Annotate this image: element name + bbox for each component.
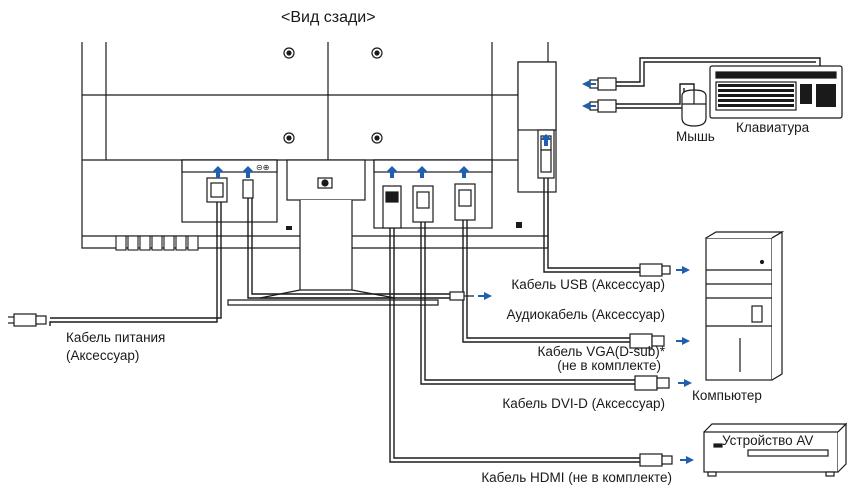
lock-slot	[516, 222, 522, 228]
computer-label: Компьютер	[692, 388, 762, 403]
vga-cable-label: Кабель VGA(D-sub)*	[537, 344, 665, 359]
av-device-drawing	[703, 422, 847, 477]
keyboard-drawing	[709, 65, 843, 119]
usb-cable-label: Кабель USB (Аксессуар)	[511, 277, 665, 292]
vent-slots	[115, 235, 199, 251]
av-device-label: Устройство AV	[722, 433, 814, 448]
svg-text:⊝⊕: ⊝⊕	[256, 163, 269, 172]
audio-cable-label: Аудиокабель (Аксессуар)	[506, 307, 665, 322]
power-port-panel: ⊝⊕	[181, 159, 278, 223]
direction-arrows	[478, 80, 694, 464]
hdmi-cable-label: Кабель HDMI (не в комплекте)	[481, 470, 672, 485]
cables	[49, 57, 821, 463]
cable-connectors	[8, 77, 673, 467]
mouse-drawing	[681, 89, 707, 127]
port-indicator-arrows	[212, 134, 552, 178]
dvi-cable-label: Кабель DVI-D (Аксессуар)	[502, 396, 665, 411]
vesa-screws	[283, 47, 383, 144]
power-cable-label: Кабель питания	[66, 330, 166, 345]
computer-tower-drawing	[705, 230, 785, 381]
mouse-label: Мышь	[676, 129, 715, 144]
mark	[286, 226, 292, 230]
power-cable-note: (Аксессуар)	[66, 348, 140, 363]
vga-cable-note: (не в комплекте)	[557, 358, 661, 373]
monitor-stand	[227, 159, 439, 306]
usb-hub-side	[517, 61, 557, 193]
keyboard-label: Клавиатура	[736, 120, 810, 135]
diagram-title: <Вид сзади>	[281, 9, 376, 26]
